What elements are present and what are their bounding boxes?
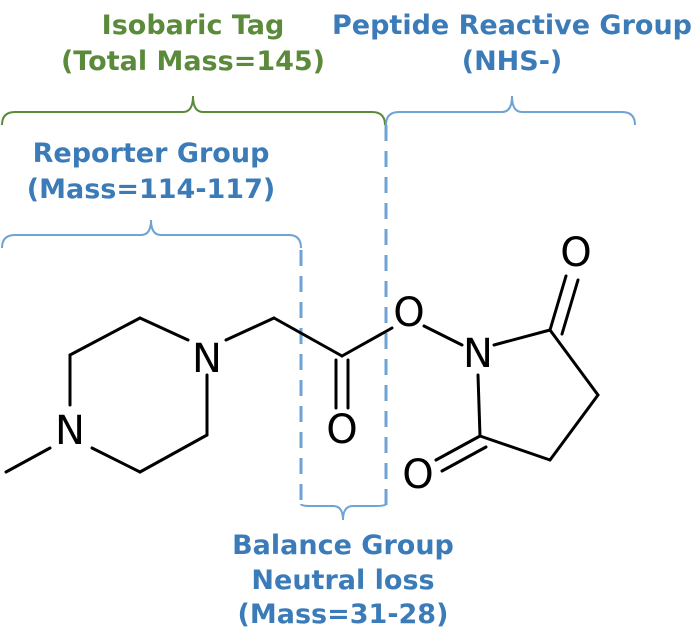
peptide-reactive-subtitle: (NHS-) xyxy=(462,46,563,77)
peptide-reactive-title: Peptide Reactive Group xyxy=(332,10,692,41)
atom-n-imide: N xyxy=(463,331,493,377)
succinimide-bond-3 xyxy=(478,434,552,462)
imide-carbonyl-top-b xyxy=(560,278,580,336)
imide-carbonyl-top-a xyxy=(548,274,568,332)
isobaric-tag-title: Isobaric Tag xyxy=(102,10,285,41)
balance-group-brace xyxy=(300,503,387,521)
atom-n-piperazine-bottom: N xyxy=(55,408,85,454)
methyl-bond xyxy=(4,446,52,474)
peptide-reactive-brace xyxy=(385,95,636,126)
isobaric-tag-mass: (Total Mass=145) xyxy=(61,46,325,77)
atom-n-piperazine-top: N xyxy=(192,336,222,382)
o-n-bond xyxy=(422,324,464,347)
reporter-group-title: Reporter Group xyxy=(33,138,270,169)
ring-bond-3 xyxy=(138,316,190,342)
balance-group-neutral-loss: Neutral loss xyxy=(251,565,434,596)
succinimide-bond-1 xyxy=(548,328,600,397)
imide-bond-top xyxy=(492,328,552,347)
ch2-carbonyl-bond xyxy=(272,316,344,358)
ring-bond-2 xyxy=(68,316,142,357)
ester-bond xyxy=(340,326,394,358)
ring-bond-6 xyxy=(90,446,142,474)
imide-bond-bottom xyxy=(476,373,482,438)
succinimide-bond-2 xyxy=(548,393,600,462)
molecule-bonds xyxy=(4,274,600,474)
isobaric-tag-brace xyxy=(1,95,386,126)
atom-o-carbonyl: O xyxy=(326,407,357,453)
balance-group-mass: (Mass=31-28) xyxy=(238,599,449,630)
ring-bond-5 xyxy=(138,433,209,474)
atom-o-imide-bottom: O xyxy=(402,452,433,498)
imide-carbonyl-bottom-a xyxy=(434,434,482,462)
balance-group-title: Balance Group xyxy=(232,530,454,561)
atom-o-ester: O xyxy=(393,290,424,336)
imide-carbonyl-bottom-b xyxy=(440,445,488,473)
reporter-group-mass: (Mass=114-117) xyxy=(27,174,275,205)
n-ch2-bond xyxy=(224,316,276,342)
atom-o-imide-top: O xyxy=(560,230,591,276)
reporter-group-brace xyxy=(1,219,302,249)
